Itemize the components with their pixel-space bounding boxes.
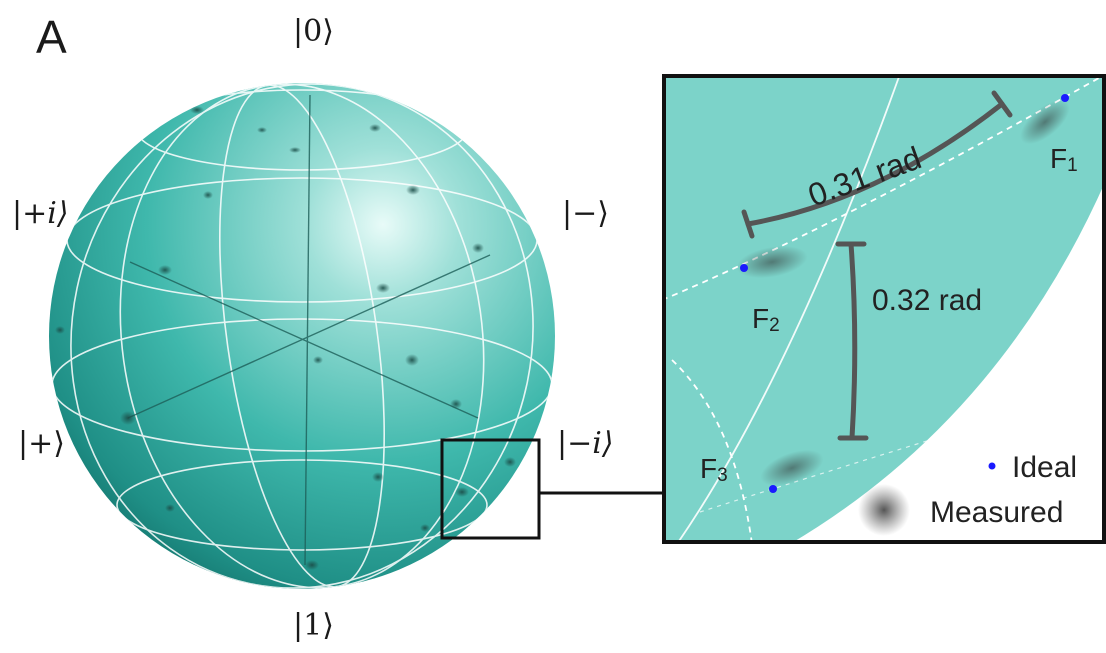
angle-label-2: 0.32 rad [872, 284, 982, 317]
legend-ideal-marker [988, 462, 996, 470]
f1-label: F1 [1050, 143, 1078, 176]
f2-label: F2 [752, 303, 780, 336]
distance-bracket-1 [741, 90, 1013, 239]
legend-measured-marker [858, 484, 910, 536]
state-label-minus-i: |−i⟩ [557, 426, 614, 461]
ideal-point-f1 [1061, 94, 1069, 102]
panel-label: A [36, 11, 67, 63]
ideal-point-f2 [740, 264, 748, 272]
legend: Ideal Measured [858, 451, 1077, 536]
ideal-point-f3 [769, 485, 777, 493]
legend-ideal-label: Ideal [1012, 451, 1077, 484]
measured-blob-f1 [1020, 99, 1070, 145]
inset-panel: 0.31 rad 0.32 rad F1 F2 F3 Ideal Measure… [662, 74, 1106, 544]
f3-label: F3 [700, 453, 728, 486]
state-label-minus: |−⟩ [562, 196, 609, 231]
sphere-body [49, 83, 555, 589]
measured-blob-f3 [760, 449, 824, 487]
state-label-one: |1⟩ [293, 608, 334, 643]
distance-bracket-2 [835, 241, 869, 441]
state-label-plus: |+⟩ [18, 426, 65, 461]
state-label-zero: |0⟩ [293, 14, 334, 49]
state-label-plus-i: |+i⟩ [12, 196, 69, 231]
zoom-region-box [440, 438, 541, 540]
legend-measured-label: Measured [930, 496, 1063, 529]
measured-blob-f2 [736, 245, 808, 279]
